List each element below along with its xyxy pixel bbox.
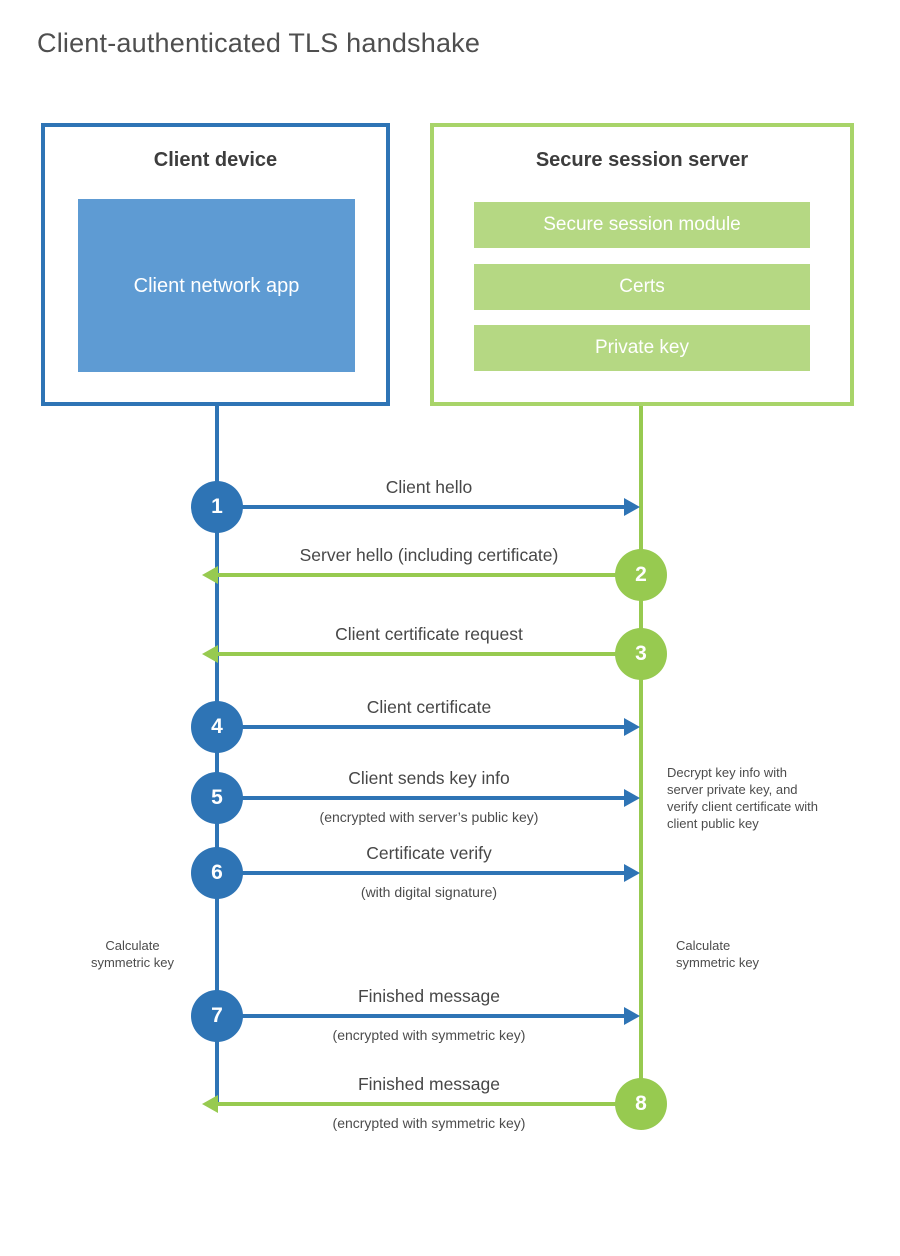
step-8-badge: 8 xyxy=(615,1078,667,1130)
arrow-right-icon xyxy=(624,718,640,736)
decrypt-note: Decrypt key info with server private key… xyxy=(667,765,818,831)
step-6-badge: 6 xyxy=(191,847,243,899)
step-3-label: Client certificate request xyxy=(335,624,523,644)
module-secure-session: Secure session module xyxy=(474,202,810,248)
arrow-right-icon xyxy=(624,1007,640,1025)
module-certs: Certs xyxy=(474,264,810,310)
step-6-label: Certificate verify xyxy=(366,843,492,863)
step-4-label: Client certificate xyxy=(366,697,492,717)
step-4-badge: 4 xyxy=(191,701,243,753)
client-network-app-label: Client network app xyxy=(133,274,300,297)
calculate-symmetric-key-left: Calculate symmetric key xyxy=(90,938,175,970)
arrow-right-icon xyxy=(624,864,640,882)
secure-session-server-title: Secure session server xyxy=(535,149,749,171)
step-3-badge: 3 xyxy=(615,628,667,680)
step-7-label: Finished message xyxy=(357,986,501,1006)
step-2-arrow-line xyxy=(218,573,639,577)
step-3-arrow-line xyxy=(218,652,639,656)
step-5-sublabel: (encrypted with server’s public key) xyxy=(319,809,539,825)
step-5-arrow-line xyxy=(217,796,624,800)
step-2-badge: 2 xyxy=(615,549,667,601)
client-device-title: Client device xyxy=(153,149,278,171)
step-6-arrow-line xyxy=(217,871,624,875)
module-private-key: Private key xyxy=(474,325,810,371)
client-network-app-box: Client network app xyxy=(78,199,355,372)
step-8-label: Finished message xyxy=(357,1074,501,1094)
step-2-label: Server hello (including certificate) xyxy=(299,545,559,565)
step-7-arrow-line xyxy=(217,1014,624,1018)
step-8-arrow-line xyxy=(218,1102,639,1106)
step-7-badge: 7 xyxy=(191,990,243,1042)
arrow-left-icon xyxy=(202,645,218,663)
step-5-label: Client sends key info xyxy=(348,768,510,788)
step-1-arrow-line xyxy=(217,505,624,509)
step-5-badge: 5 xyxy=(191,772,243,824)
page-title: Client-authenticated TLS handshake xyxy=(37,28,481,58)
client-lifeline xyxy=(215,406,219,1106)
server-lifeline xyxy=(639,406,643,1106)
arrow-left-icon xyxy=(202,566,218,584)
step-7-sublabel: (encrypted with symmetric key) xyxy=(332,1027,526,1043)
step-8-sublabel: (encrypted with symmetric key) xyxy=(332,1115,526,1131)
arrow-right-icon xyxy=(624,498,640,516)
calculate-symmetric-key-right: Calculate symmetric key xyxy=(676,938,760,970)
step-4-arrow-line xyxy=(217,725,624,729)
step-1-label: Client hello xyxy=(385,477,473,497)
arrow-left-icon xyxy=(202,1095,218,1113)
step-6-sublabel: (with digital signature) xyxy=(360,884,498,900)
step-1-badge: 1 xyxy=(191,481,243,533)
arrow-right-icon xyxy=(624,789,640,807)
